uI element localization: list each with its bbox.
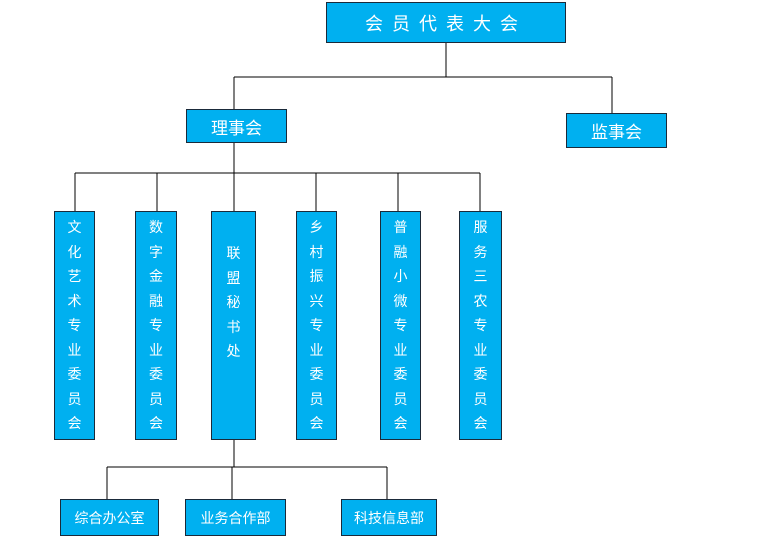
department-tech-info: 科技信息部 [341,499,437,536]
committee-label: 数字金融专业委员会 [149,216,163,437]
committee-label-char: 员 [393,391,408,408]
committee-label-char: 委 [149,367,163,383]
committee-label-char: 员 [309,391,324,408]
committee-label-char: 委 [393,367,408,383]
committee-label: 文化艺术专业委员会 [68,216,82,437]
department-label: 业务合作部 [200,510,271,527]
committee-label-char: 员 [67,391,82,408]
committee-label: 联盟秘书处 [227,242,241,365]
committee-label-char: 三 [473,269,488,285]
department-general-office: 综合办公室 [60,499,159,536]
committee-secretariat: 联盟秘书处 [211,211,256,440]
committee-label-char: 委 [473,367,488,383]
committee-label-char: 普 [393,220,408,236]
committee-label-char: 数 [149,220,163,236]
committee-label-char: 业 [67,342,82,359]
committee-label-char: 会 [309,416,324,432]
committee-label-char: 兴 [309,293,324,310]
committee-digital-finance: 数字金融专业委员会 [135,211,177,440]
committee-label-char: 乡 [309,220,324,236]
committee-label-char: 专 [393,318,408,334]
committee-label-char: 村 [309,244,324,261]
committee-label-char: 书 [226,319,241,336]
committee-label-char: 字 [149,244,163,261]
department-label: 科技信息部 [354,510,424,527]
committee-label-char: 专 [67,318,82,334]
supervisory-board-label: 监事会 [591,123,642,143]
committee-label-char: 盟 [226,270,241,287]
committee-label: 乡村振兴专业委员会 [310,216,324,437]
department-business-cooperation: 业务合作部 [185,499,286,536]
department-label: 综合办公室 [74,510,145,527]
committee-label-char: 务 [473,244,488,261]
committee-label-char: 业 [473,342,488,359]
committee-rural-revitalization: 乡村振兴专业委员会 [296,211,337,440]
committee-label-char: 农 [473,293,488,310]
committee-label-char: 会 [473,416,488,432]
committee-label-char: 员 [473,391,488,408]
committee-label-char: 会 [67,416,82,432]
general-assembly-label: 会员代表大会 [365,13,527,35]
committee-label-char: 员 [149,391,163,408]
committee-label-char: 术 [67,293,82,310]
committee-label-char: 服 [473,220,488,236]
committee-label-char: 业 [393,342,408,359]
general-assembly-box: 会员代表大会 [326,2,566,43]
committee-label: 普融小微专业委员会 [394,216,408,437]
committee-label-char: 文 [67,220,82,236]
committee-label-char: 艺 [67,269,82,285]
committee-label-char: 处 [226,344,241,360]
committee-label-char: 业 [149,342,163,359]
committee-agriculture-service: 服务三农专业委员会 [459,211,502,440]
committee-label-char: 微 [393,293,408,310]
committee-label: 服务三农专业委员会 [474,216,488,437]
committee-inclusive-micro: 普融小微专业委员会 [380,211,421,440]
committee-label-char: 金 [149,269,163,285]
committee-label-char: 融 [149,293,163,310]
committee-label-char: 会 [393,416,408,432]
board-box: 理事会 [186,109,287,143]
committee-label-char: 化 [67,244,82,261]
committee-label-char: 融 [393,244,408,261]
committee-label-char: 专 [149,318,163,334]
committee-label-char: 振 [309,269,324,285]
supervisory-board-box: 监事会 [566,113,667,148]
committee-label-char: 秘 [226,295,241,311]
board-label: 理事会 [211,118,262,139]
committee-label-char: 联 [226,246,241,262]
committee-label-char: 小 [393,269,408,285]
committee-label-char: 会 [149,416,163,432]
committee-label-char: 专 [309,318,324,334]
committee-label-char: 委 [309,367,324,383]
committee-label-char: 业 [309,342,324,359]
committee-label-char: 专 [473,318,488,334]
committee-culture-art: 文化艺术专业委员会 [54,211,95,440]
committee-label-char: 委 [67,367,82,383]
